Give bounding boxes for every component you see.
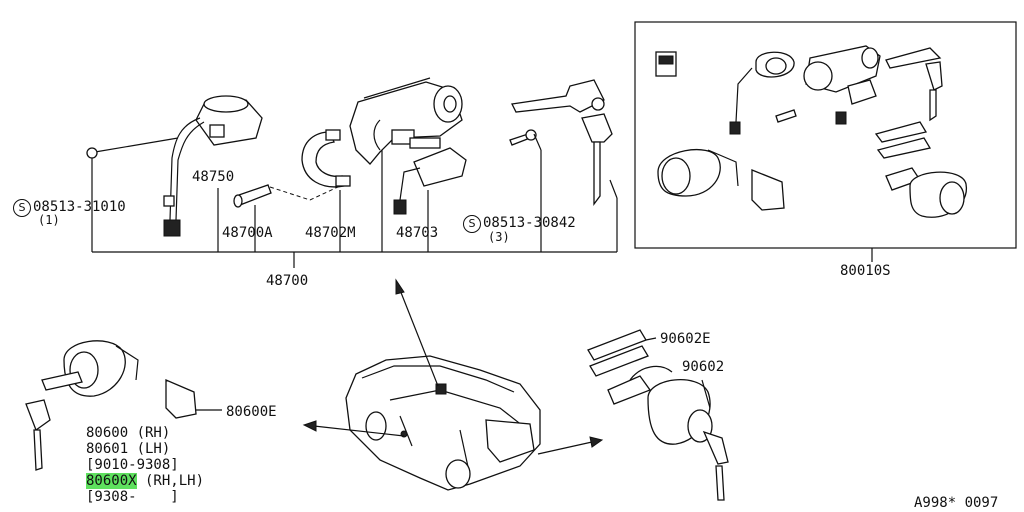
lock-80600x-side: (RH,LH) (136, 473, 205, 489)
bracket-48702m-drawing (301, 129, 351, 188)
screw-08513-30842-label: 08513-30842 (483, 215, 576, 231)
steering-lock-drawing (349, 77, 463, 165)
diagram-code: A998* 0097 (914, 495, 999, 511)
screw-08513-30842-drawing (509, 129, 542, 151)
highlighted-part-number[interactable]: 80600X (86, 473, 137, 489)
clip-80600e-label: 80600E (226, 404, 277, 420)
screw-08513-30842-qty: (3) (488, 230, 510, 244)
lock-80600x-label: 80600X (RH,LH) (86, 473, 205, 489)
ignition-cylinder-drawing (163, 95, 263, 237)
lock-90602-label: 90602 (682, 359, 725, 375)
part-48703-label: 48703 (396, 225, 439, 241)
part-48700a-label: 48700A (222, 225, 273, 241)
keys-drawing (511, 79, 618, 206)
lock-80600-drawing (25, 340, 222, 471)
kit-80010s-label: 80010S (840, 263, 891, 279)
car-drawing (345, 355, 541, 491)
kit-box (634, 21, 1017, 249)
date-range-2: [9308- ] (86, 489, 179, 505)
clip-90602e-label: 90602E (660, 331, 711, 347)
bolt-08513-31010-drawing (86, 137, 179, 159)
date-range-1: [9010-9308] (86, 457, 179, 473)
assembly-48700-label: 48700 (266, 273, 309, 289)
assembly-bracket (91, 148, 618, 268)
bolt-08513-31010-qty: (1) (38, 213, 60, 227)
part-48750-label: 48750 (192, 169, 235, 185)
s-mark-1: S (13, 199, 31, 217)
lock-80601-lh-label: 80601 (LH) (86, 441, 171, 457)
lock-80600-rh-label: 80600 (RH) (86, 425, 171, 441)
s-mark-2: S (463, 215, 481, 233)
pointer-arrows (302, 278, 604, 455)
lock-90602-drawing (587, 329, 729, 501)
kit-contents-drawing (655, 45, 967, 218)
part-48702m-label: 48702M (305, 225, 356, 241)
switch-48703-drawing (393, 147, 467, 215)
pin-48700a-drawing (233, 184, 341, 208)
bolt-08513-31010-label: 08513-31010 (33, 199, 126, 215)
